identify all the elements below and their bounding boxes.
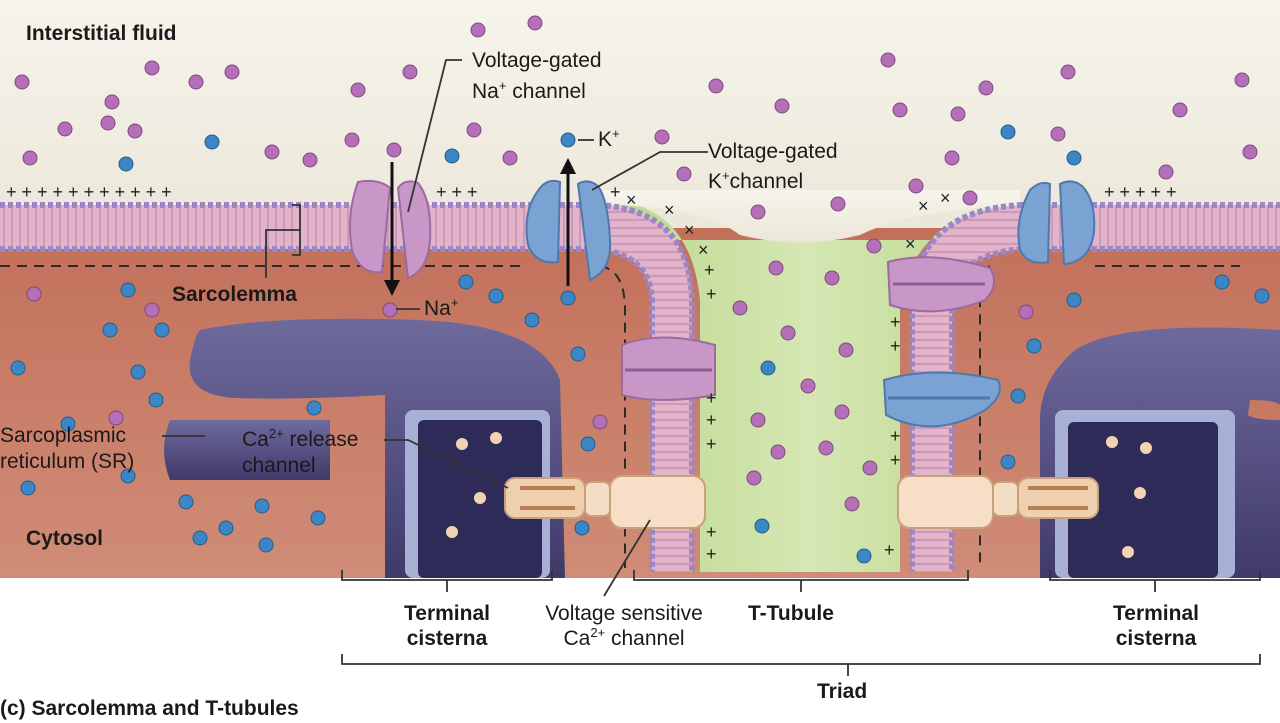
interstitial-dip xyxy=(600,190,1020,243)
sarcoplasmic-reticulum-right xyxy=(1040,327,1280,578)
na-ion-label: Na+ xyxy=(424,295,459,320)
terminal-cisterna-left-line2: cisterna xyxy=(406,627,488,650)
ca-release-channel-right xyxy=(992,477,1099,519)
svg-text:+: + xyxy=(890,426,901,446)
svg-text:×: × xyxy=(684,220,695,240)
t-tubule-na-channel-left xyxy=(621,336,716,401)
sarcolemma-label: Sarcolemma xyxy=(172,283,297,306)
svg-text:×: × xyxy=(940,188,951,208)
svg-text:+: + xyxy=(706,284,717,304)
ions-blue xyxy=(10,124,1270,564)
figure-caption: (c) Sarcolemma and T-tubules xyxy=(0,697,299,720)
terminal-cisterna-right-line1: Terminal xyxy=(1113,602,1199,625)
voltage-sensitive-ca-channel-left xyxy=(609,475,706,529)
svg-text:+ + + + + + + + + + +: + + + + + + + + + + + xyxy=(6,182,172,202)
svg-text:+: + xyxy=(610,182,621,202)
k-efflux-arrow xyxy=(560,158,576,286)
ca-release-channel-left xyxy=(504,477,611,519)
svg-text:+ + + + +: + + + + + xyxy=(1104,182,1177,202)
triad-label: Triad xyxy=(817,680,868,703)
k-channel-label-line1: Voltage-gated xyxy=(708,140,838,163)
ca-release-label-line1: Ca2+ release xyxy=(242,426,359,451)
vs-ca-channel-label-line1: Voltage sensitive xyxy=(545,602,703,625)
interstitial-fluid-label: Interstitial fluid xyxy=(26,22,177,45)
ca-release-label-line2: channel xyxy=(242,454,316,477)
t-tubule-label: T-Tubule xyxy=(748,602,834,625)
voltage-sensitive-ca-channel-right xyxy=(897,475,994,529)
svg-text:+ + +: + + + xyxy=(436,182,478,202)
bottom-brackets xyxy=(341,570,1261,676)
k-channel-left xyxy=(525,179,612,282)
na-channel xyxy=(349,179,432,280)
svg-text:+: + xyxy=(890,450,901,470)
na-influx-arrow xyxy=(384,162,400,296)
sr-label-line2: reticulum (SR) xyxy=(0,450,135,473)
t-tubule-na-channel-right xyxy=(886,256,995,313)
k-channel-right xyxy=(1017,180,1096,266)
svg-text:+: + xyxy=(706,410,717,430)
svg-text:+: + xyxy=(704,260,715,280)
svg-text:+: + xyxy=(884,540,895,560)
svg-text:+: + xyxy=(706,544,717,564)
na-channel-label-line2: Na+ channel xyxy=(472,78,586,103)
terminal-cisterna-left-line1: Terminal xyxy=(404,602,490,625)
leader-lines xyxy=(162,59,708,597)
svg-text:+: + xyxy=(706,434,717,454)
svg-text:+: + xyxy=(890,336,901,356)
na-channel-label-line1: Voltage-gated xyxy=(472,49,602,72)
svg-text:×: × xyxy=(664,200,675,220)
svg-text:+: + xyxy=(706,388,717,408)
svg-text:×: × xyxy=(905,234,916,254)
cytosol-label: Cytosol xyxy=(26,527,104,550)
k-ion-label: K+ xyxy=(598,126,620,151)
vs-ca-channel-label-line2: Ca2+ channel xyxy=(563,625,685,650)
terminal-cisterna-right-line2: cisterna xyxy=(1115,627,1197,650)
svg-text:×: × xyxy=(918,196,929,216)
svg-text:×: × xyxy=(698,240,709,260)
svg-text:×: × xyxy=(626,190,637,210)
k-channel-label-line2: K+channel xyxy=(708,168,804,193)
svg-text:+: + xyxy=(706,522,717,542)
membrane-charges: + + + + + + + + + + + + + + + + + + + + … xyxy=(6,182,1177,564)
sr-label-line1: Sarcoplasmic xyxy=(0,424,127,447)
t-tubule-k-channel-right xyxy=(882,371,1001,428)
ions-purple xyxy=(14,15,1258,512)
svg-text:+: + xyxy=(890,312,901,332)
ca-ions-cisterna xyxy=(446,432,1152,558)
